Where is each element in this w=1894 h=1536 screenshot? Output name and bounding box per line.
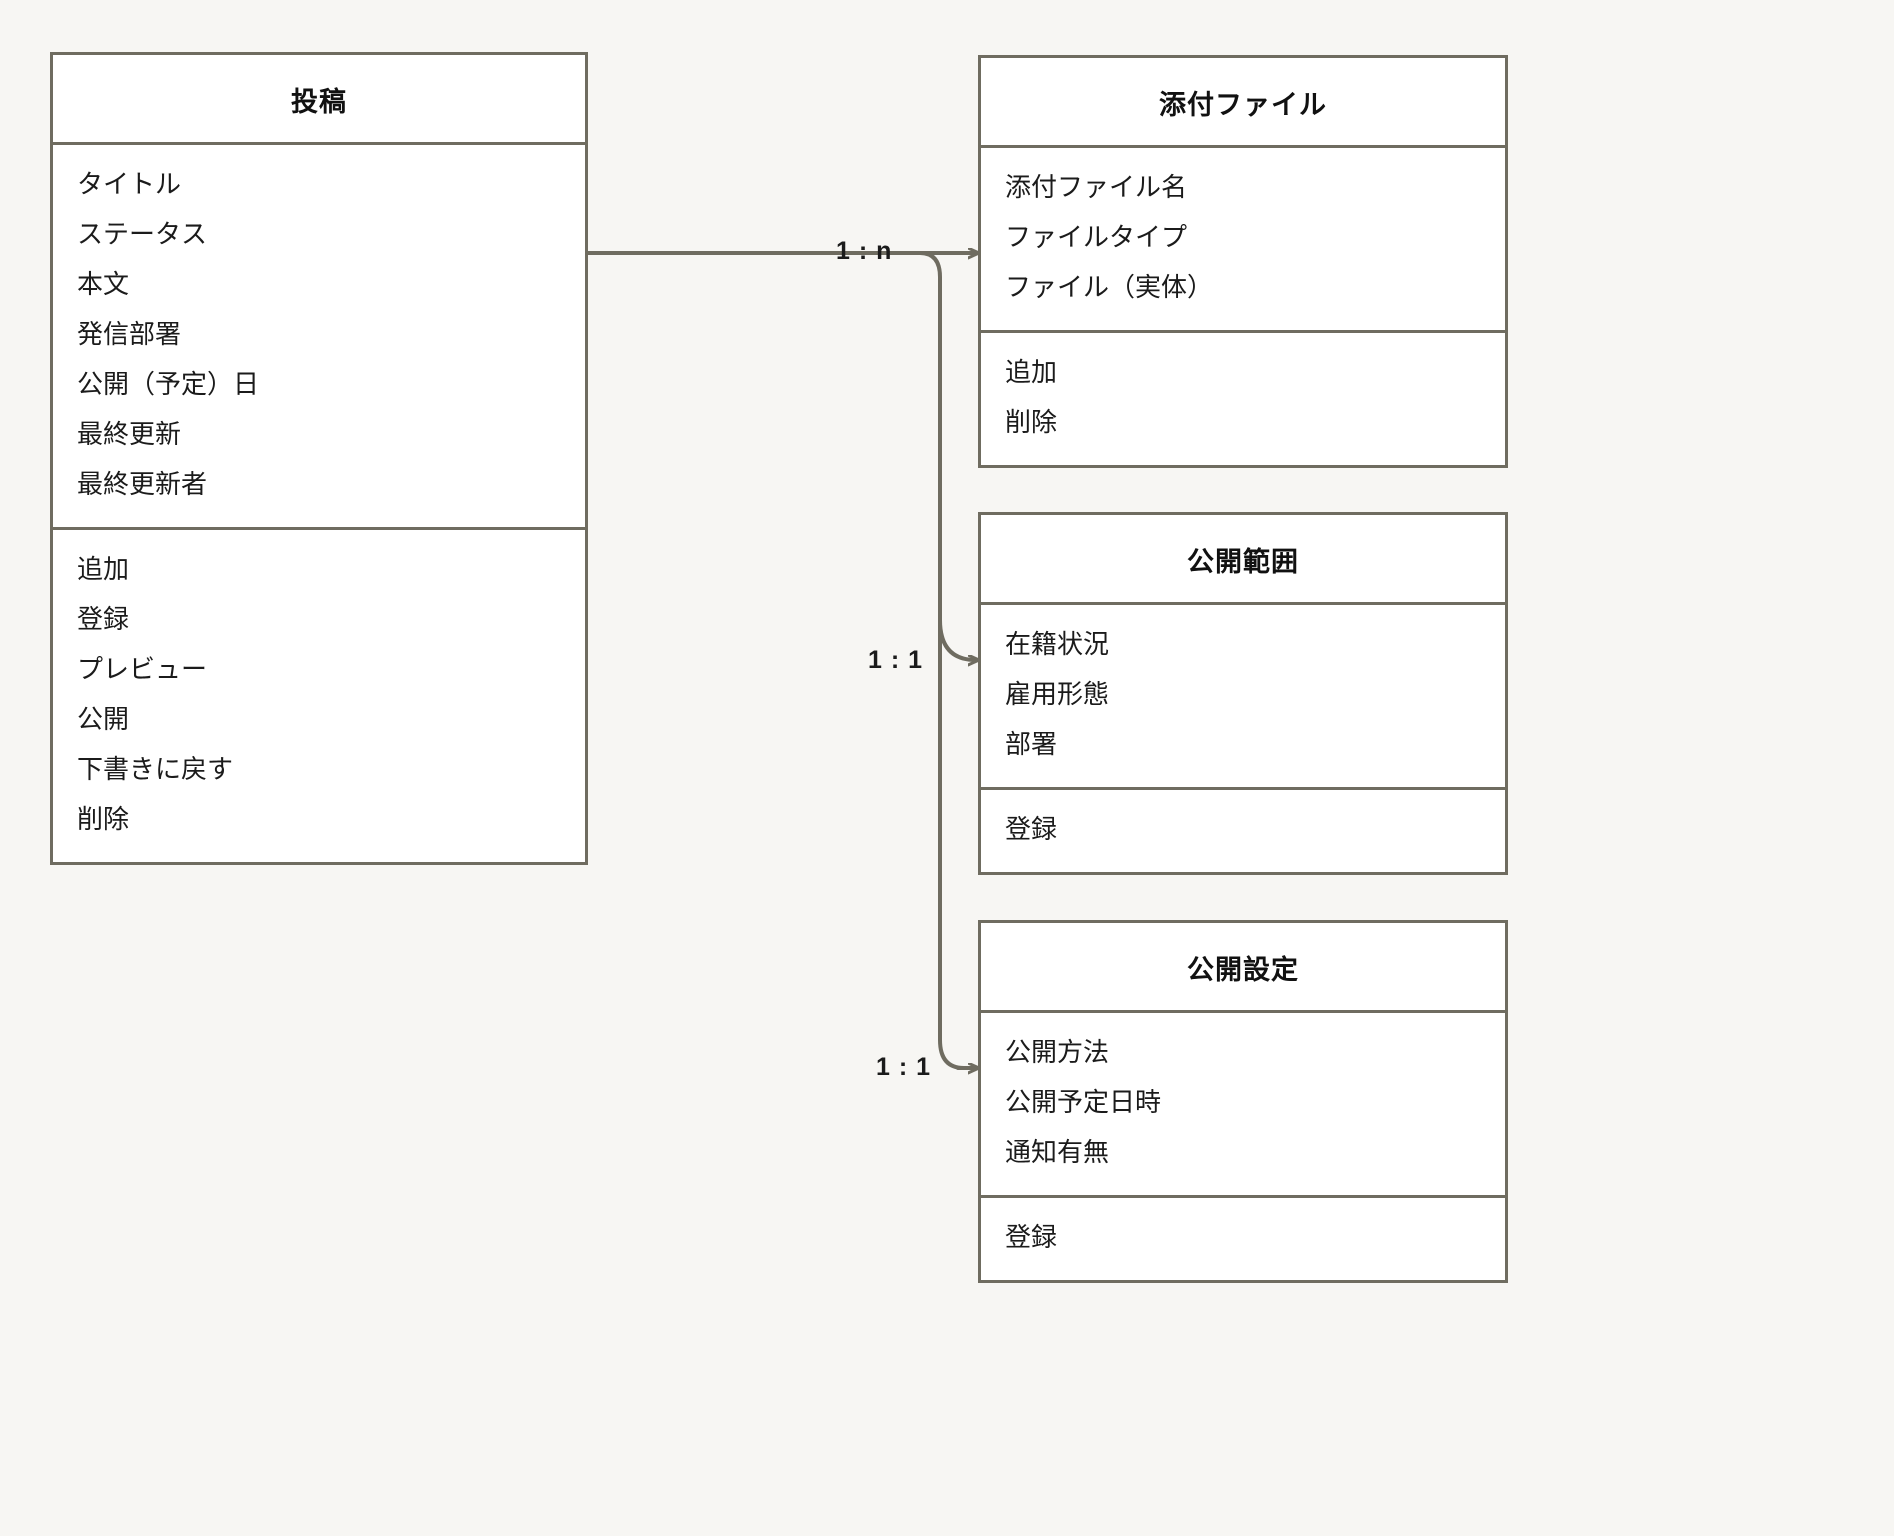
attribute-item: 最終更新: [77, 419, 182, 449]
operation-item: 公開: [77, 704, 130, 734]
attributes-compartment-post: タイトル ステータス 本文 発信部署 公開（予定）日 最終更新 最終更新者: [53, 145, 585, 527]
attribute-item: 在籍状況: [1005, 629, 1110, 659]
relation-label-post-scope: 1 : 1: [868, 646, 924, 674]
operation-item: 追加: [1005, 357, 1058, 387]
class-box-settings[interactable]: 公開設定 公開方法 公開予定日時 通知有無 登録: [978, 920, 1508, 1283]
operation-item: 登録: [77, 604, 130, 634]
operation-item: 下書きに戻す: [77, 754, 234, 784]
attribute-item: 部署: [1005, 729, 1058, 759]
operations-compartment-post: 追加 登録 プレビュー 公開 下書きに戻す 削除: [53, 527, 585, 862]
attribute-item: 最終更新者: [77, 469, 208, 499]
connector-post-scope: [938, 618, 980, 660]
attribute-item: 発信部署: [77, 319, 182, 349]
attribute-item: 公開予定日時: [1005, 1087, 1162, 1117]
class-title-settings: 公開設定: [981, 923, 1505, 1013]
attribute-item: 公開方法: [1005, 1037, 1110, 1067]
operation-item: 削除: [77, 804, 130, 834]
attributes-compartment-scope: 在籍状況 雇用形態 部署: [981, 605, 1505, 787]
operation-item: 登録: [1005, 814, 1058, 844]
attribute-item: ファイル（実体）: [1005, 272, 1214, 302]
relation-label-post-attachment: 1 : n: [836, 237, 893, 265]
attribute-item: ステータス: [77, 219, 208, 249]
attributes-compartment-settings: 公開方法 公開予定日時 通知有無: [981, 1013, 1505, 1195]
attribute-item: 本文: [77, 269, 130, 299]
attributes-compartment-attachment: 添付ファイル名 ファイルタイプ ファイル（実体）: [981, 148, 1505, 330]
attribute-item: ファイルタイプ: [1005, 222, 1188, 252]
class-title-post: 投稿: [53, 55, 585, 145]
attribute-item: 通知有無: [1005, 1137, 1110, 1167]
operation-item: 登録: [1005, 1222, 1058, 1252]
class-box-scope[interactable]: 公開範囲 在籍状況 雇用形態 部署 登録: [978, 512, 1508, 875]
operations-compartment-scope: 登録: [981, 787, 1505, 872]
operation-item: 削除: [1005, 407, 1058, 437]
attribute-item: 添付ファイル名: [1005, 172, 1188, 202]
class-box-post[interactable]: 投稿 タイトル ステータス 本文 発信部署 公開（予定）日 最終更新 最終更新者…: [50, 52, 588, 865]
attribute-item: 雇用形態: [1005, 679, 1110, 709]
operations-compartment-attachment: 追加 削除: [981, 330, 1505, 465]
operation-item: プレビュー: [77, 654, 208, 684]
relation-label-post-settings: 1 : 1: [876, 1053, 932, 1081]
class-title-scope: 公開範囲: [981, 515, 1505, 605]
class-box-attachment[interactable]: 添付ファイル 添付ファイル名 ファイルタイプ ファイル（実体） 追加 削除: [978, 55, 1508, 468]
attribute-item: 公開（予定）日: [77, 369, 260, 399]
operation-item: 追加: [77, 554, 130, 584]
operations-compartment-settings: 登録: [981, 1195, 1505, 1280]
class-title-attachment: 添付ファイル: [981, 58, 1505, 148]
attribute-item: タイトル: [77, 169, 182, 199]
